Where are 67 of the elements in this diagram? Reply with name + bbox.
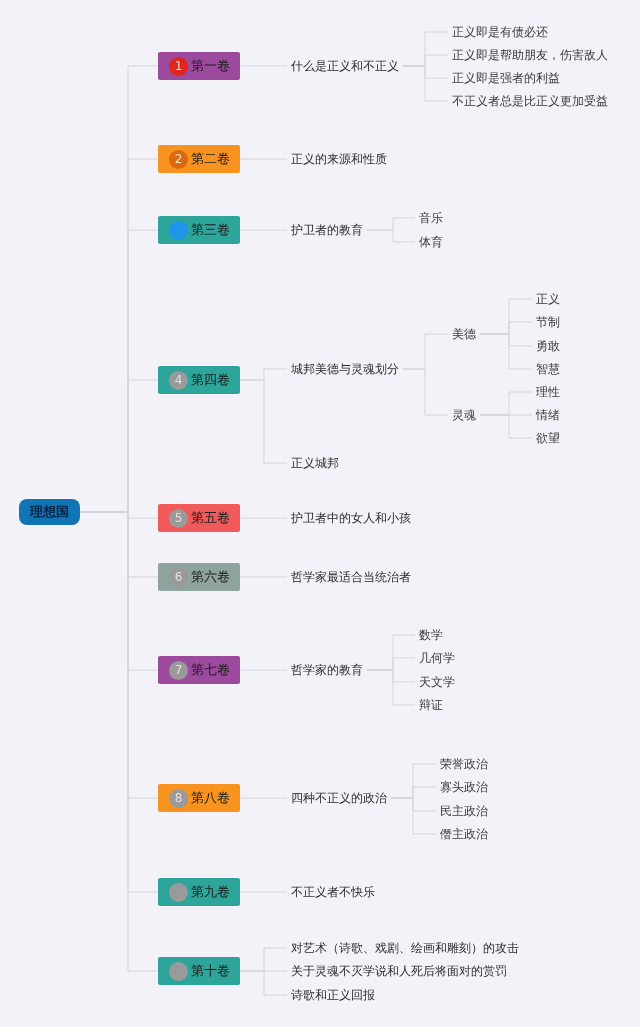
volume-title: 第八卷 — [191, 789, 230, 807]
root-topic: 理想国 — [19, 499, 80, 525]
volume-topic — [158, 52, 240, 80]
volume-topic — [158, 656, 240, 684]
volume-title: 第二卷 — [191, 150, 230, 168]
subtopic-text: 民主政治 — [436, 801, 492, 821]
volume-title: 第一卷 — [191, 57, 230, 75]
subtopic-text: 欲望 — [532, 428, 564, 448]
subtopic-text: 寡头政治 — [436, 777, 492, 797]
volume-topic — [158, 366, 240, 394]
volume-title: 第五卷 — [191, 509, 230, 527]
topic-text: 护卫者的教育 — [287, 220, 367, 240]
volume-topic — [158, 878, 240, 906]
number-marker: 2 — [169, 149, 188, 169]
topic-text: 对艺术（诗歌、戏剧、绘画和雕刻）的攻击 — [287, 938, 523, 958]
volume-topic — [158, 216, 240, 244]
topic-text: 四种不正义的政治 — [287, 788, 391, 808]
subtopic-text: 正义即是帮助朋友，伤害敌人 — [448, 45, 612, 65]
subtopic-text: 正义即是有债必还 — [448, 22, 552, 42]
volume-topic — [158, 957, 240, 985]
connector-line — [402, 368, 449, 416]
subtopic-text: 体育 — [415, 232, 447, 252]
topic-text: 护卫者中的女人和小孩 — [287, 508, 415, 528]
subtopic-text: 节制 — [532, 312, 564, 332]
subtopic-text: 智慧 — [532, 359, 564, 379]
number-marker: 7 — [169, 660, 188, 680]
subtopic-text: 情绪 — [532, 405, 564, 425]
volume-title: 第四卷 — [191, 371, 230, 389]
subtopic-text: 美德 — [448, 324, 480, 344]
number-marker: 1 — [169, 56, 188, 76]
volume-topic — [158, 504, 240, 532]
subtopic-text: 正义即是强者的利益 — [448, 68, 564, 88]
volume-title: 第十卷 — [191, 962, 230, 980]
subtopic-text: 荣誉政治 — [436, 754, 492, 774]
subtopic-text: 僭主政治 — [436, 824, 492, 844]
subtopic-text: 灵魂 — [448, 405, 480, 425]
connector-line — [366, 229, 416, 243]
number-marker: 4 — [169, 370, 188, 390]
volume-topic — [158, 145, 240, 173]
topic-text: 关于灵魂不灭学说和人死后将面对的赏罚 — [287, 961, 511, 981]
number-marker: 5 — [169, 508, 188, 528]
subtopic-text: 勇敢 — [532, 336, 564, 356]
topic-text: 正义的来源和性质 — [287, 149, 391, 169]
topic-text: 哲学家的教育 — [287, 660, 367, 680]
volume-topic — [158, 563, 240, 591]
subtopic-text: 天文学 — [415, 672, 459, 692]
topic-text: 什么是正义和不正义 — [287, 56, 403, 76]
subtopic-text: 几何学 — [415, 648, 459, 668]
subtopic-text: 正义 — [532, 289, 564, 309]
topic-text: 城邦美德与灵魂划分 — [287, 359, 403, 379]
subtopic-text: 数学 — [415, 625, 447, 645]
volume-title: 第七卷 — [191, 661, 230, 679]
subtopic-text: 辩证 — [415, 695, 447, 715]
topic-text: 正义城邦 — [287, 453, 343, 473]
subtopic-text: 不正义者总是比正义更加受益 — [448, 91, 612, 111]
volume-title: 第九卷 — [191, 883, 230, 901]
volume-title: 第三卷 — [191, 221, 230, 239]
topic-text: 诗歌和正义回报 — [287, 985, 379, 1005]
subtopic-text: 理性 — [532, 382, 564, 402]
volume-topic — [158, 784, 240, 812]
topic-text: 不正义者不快乐 — [287, 882, 379, 902]
subtopic-text: 音乐 — [415, 208, 447, 228]
topic-text: 哲学家最适合当统治者 — [287, 567, 415, 587]
number-marker: 8 — [169, 788, 188, 808]
volume-title: 第六卷 — [191, 568, 230, 586]
number-marker: 6 — [169, 567, 188, 587]
connector-line — [239, 379, 288, 464]
